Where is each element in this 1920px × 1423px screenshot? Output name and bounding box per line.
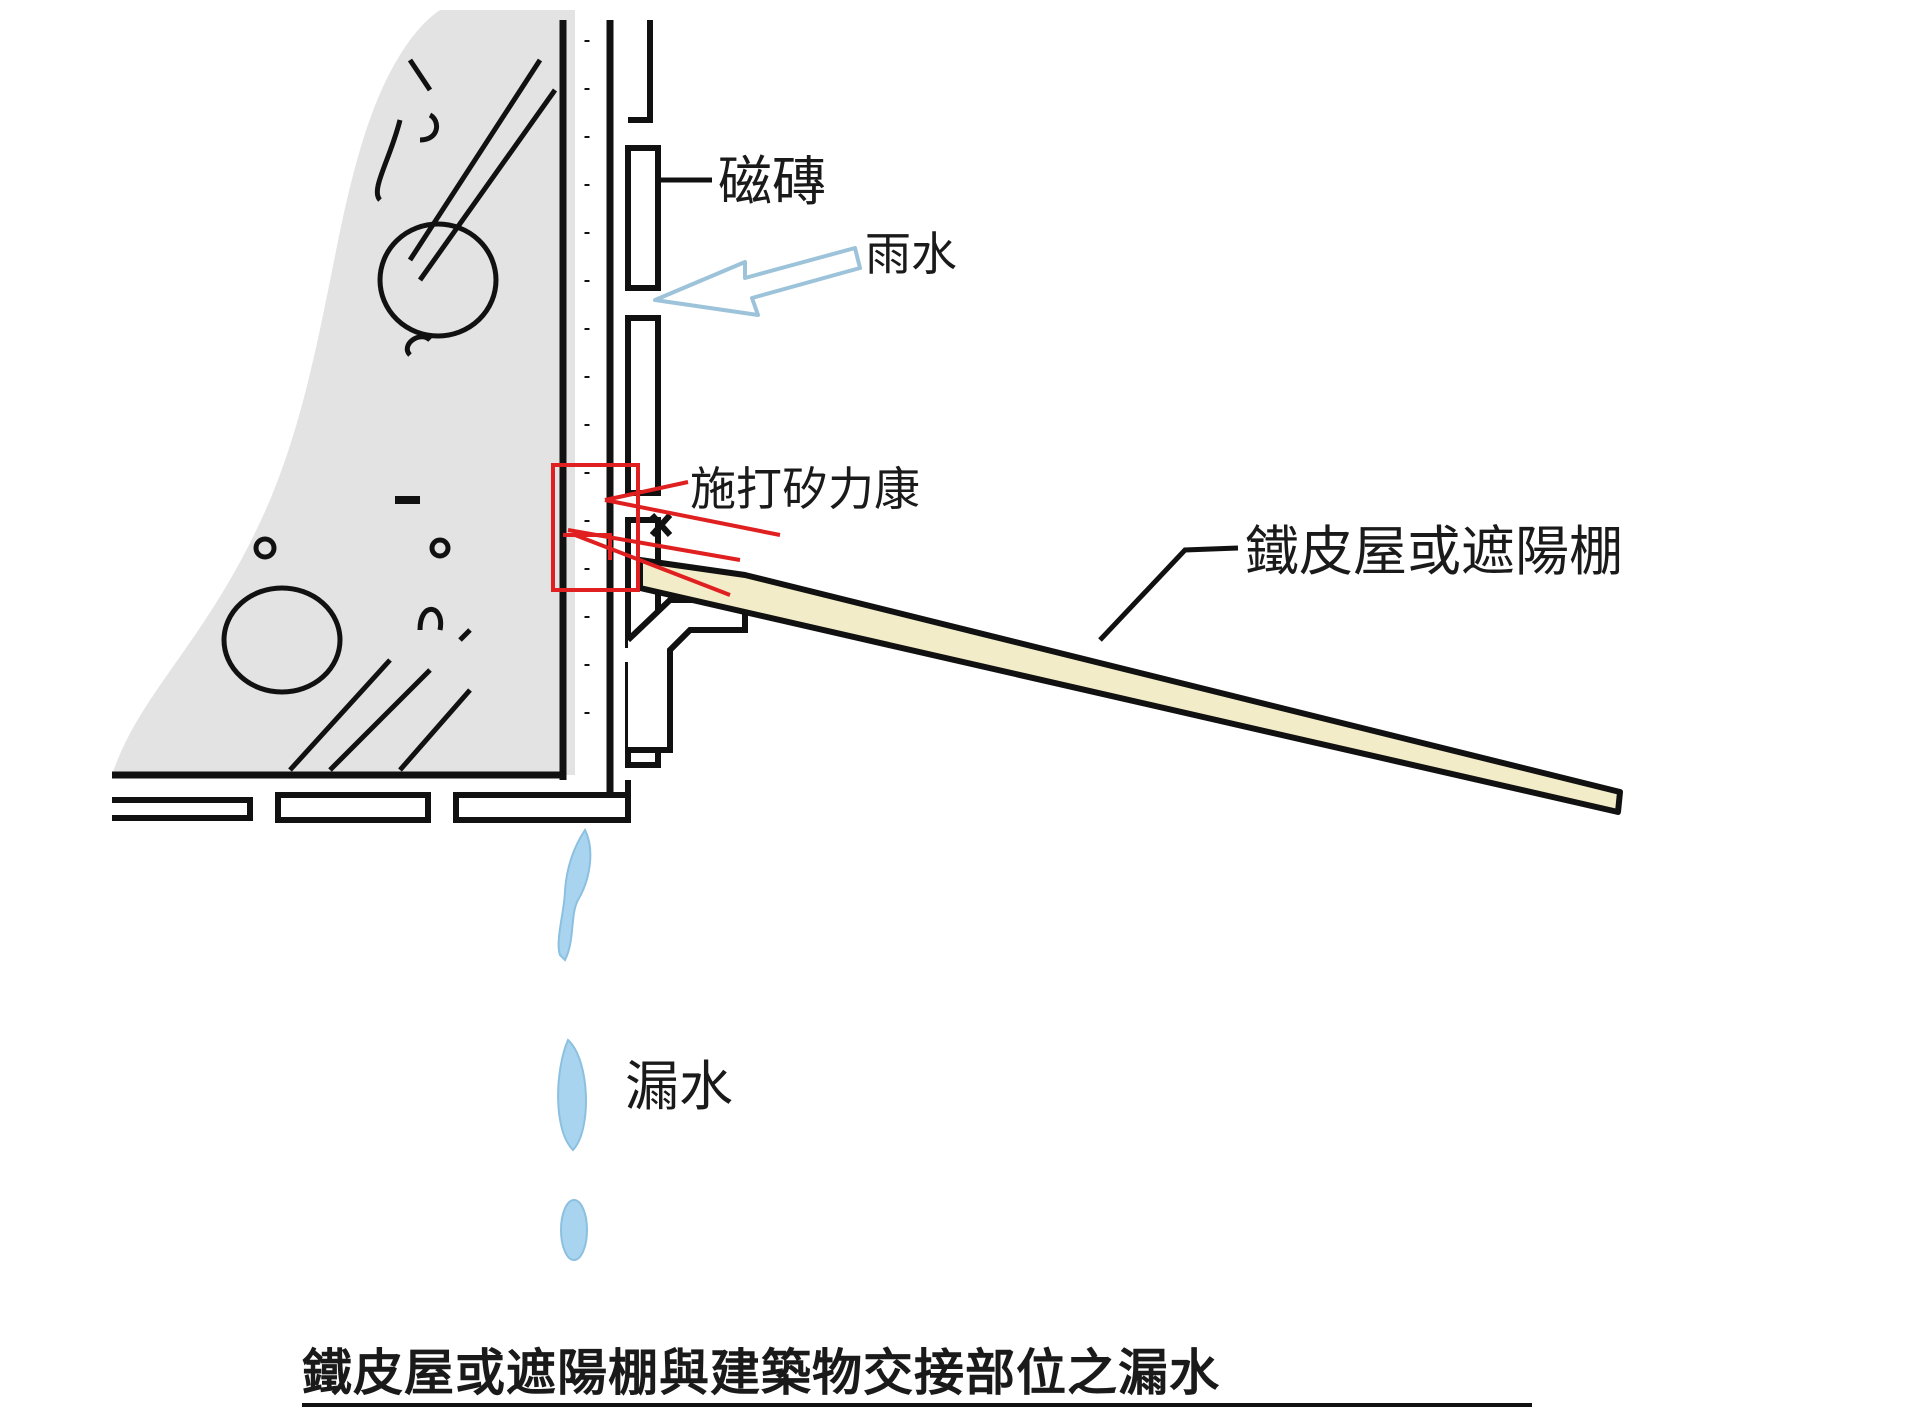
label-leak: 漏水	[625, 1055, 733, 1118]
wall-face	[112, 20, 614, 810]
label-tile: 磁磚	[718, 150, 826, 213]
aggregate	[221, 58, 558, 772]
caption: 鐵皮屋或遮陽棚與建築物交接部位之漏水	[302, 1344, 1220, 1402]
floor-tiles	[112, 792, 631, 823]
leader-lines	[658, 177, 1239, 642]
roof-sheet	[637, 557, 1623, 815]
label-roof: 鐵皮屋或遮陽棚	[1245, 520, 1623, 583]
rain-arrow-icon	[653, 246, 862, 317]
concrete-wall	[112, 10, 575, 775]
label-sealant: 施打矽力康	[690, 462, 920, 516]
sealant-point-icon	[649, 512, 673, 538]
sealant-annotation	[551, 463, 781, 597]
bracket	[625, 597, 748, 753]
wall-body	[112, 10, 575, 775]
water-leak	[557, 828, 592, 1261]
label-rain: 雨水	[865, 227, 957, 281]
